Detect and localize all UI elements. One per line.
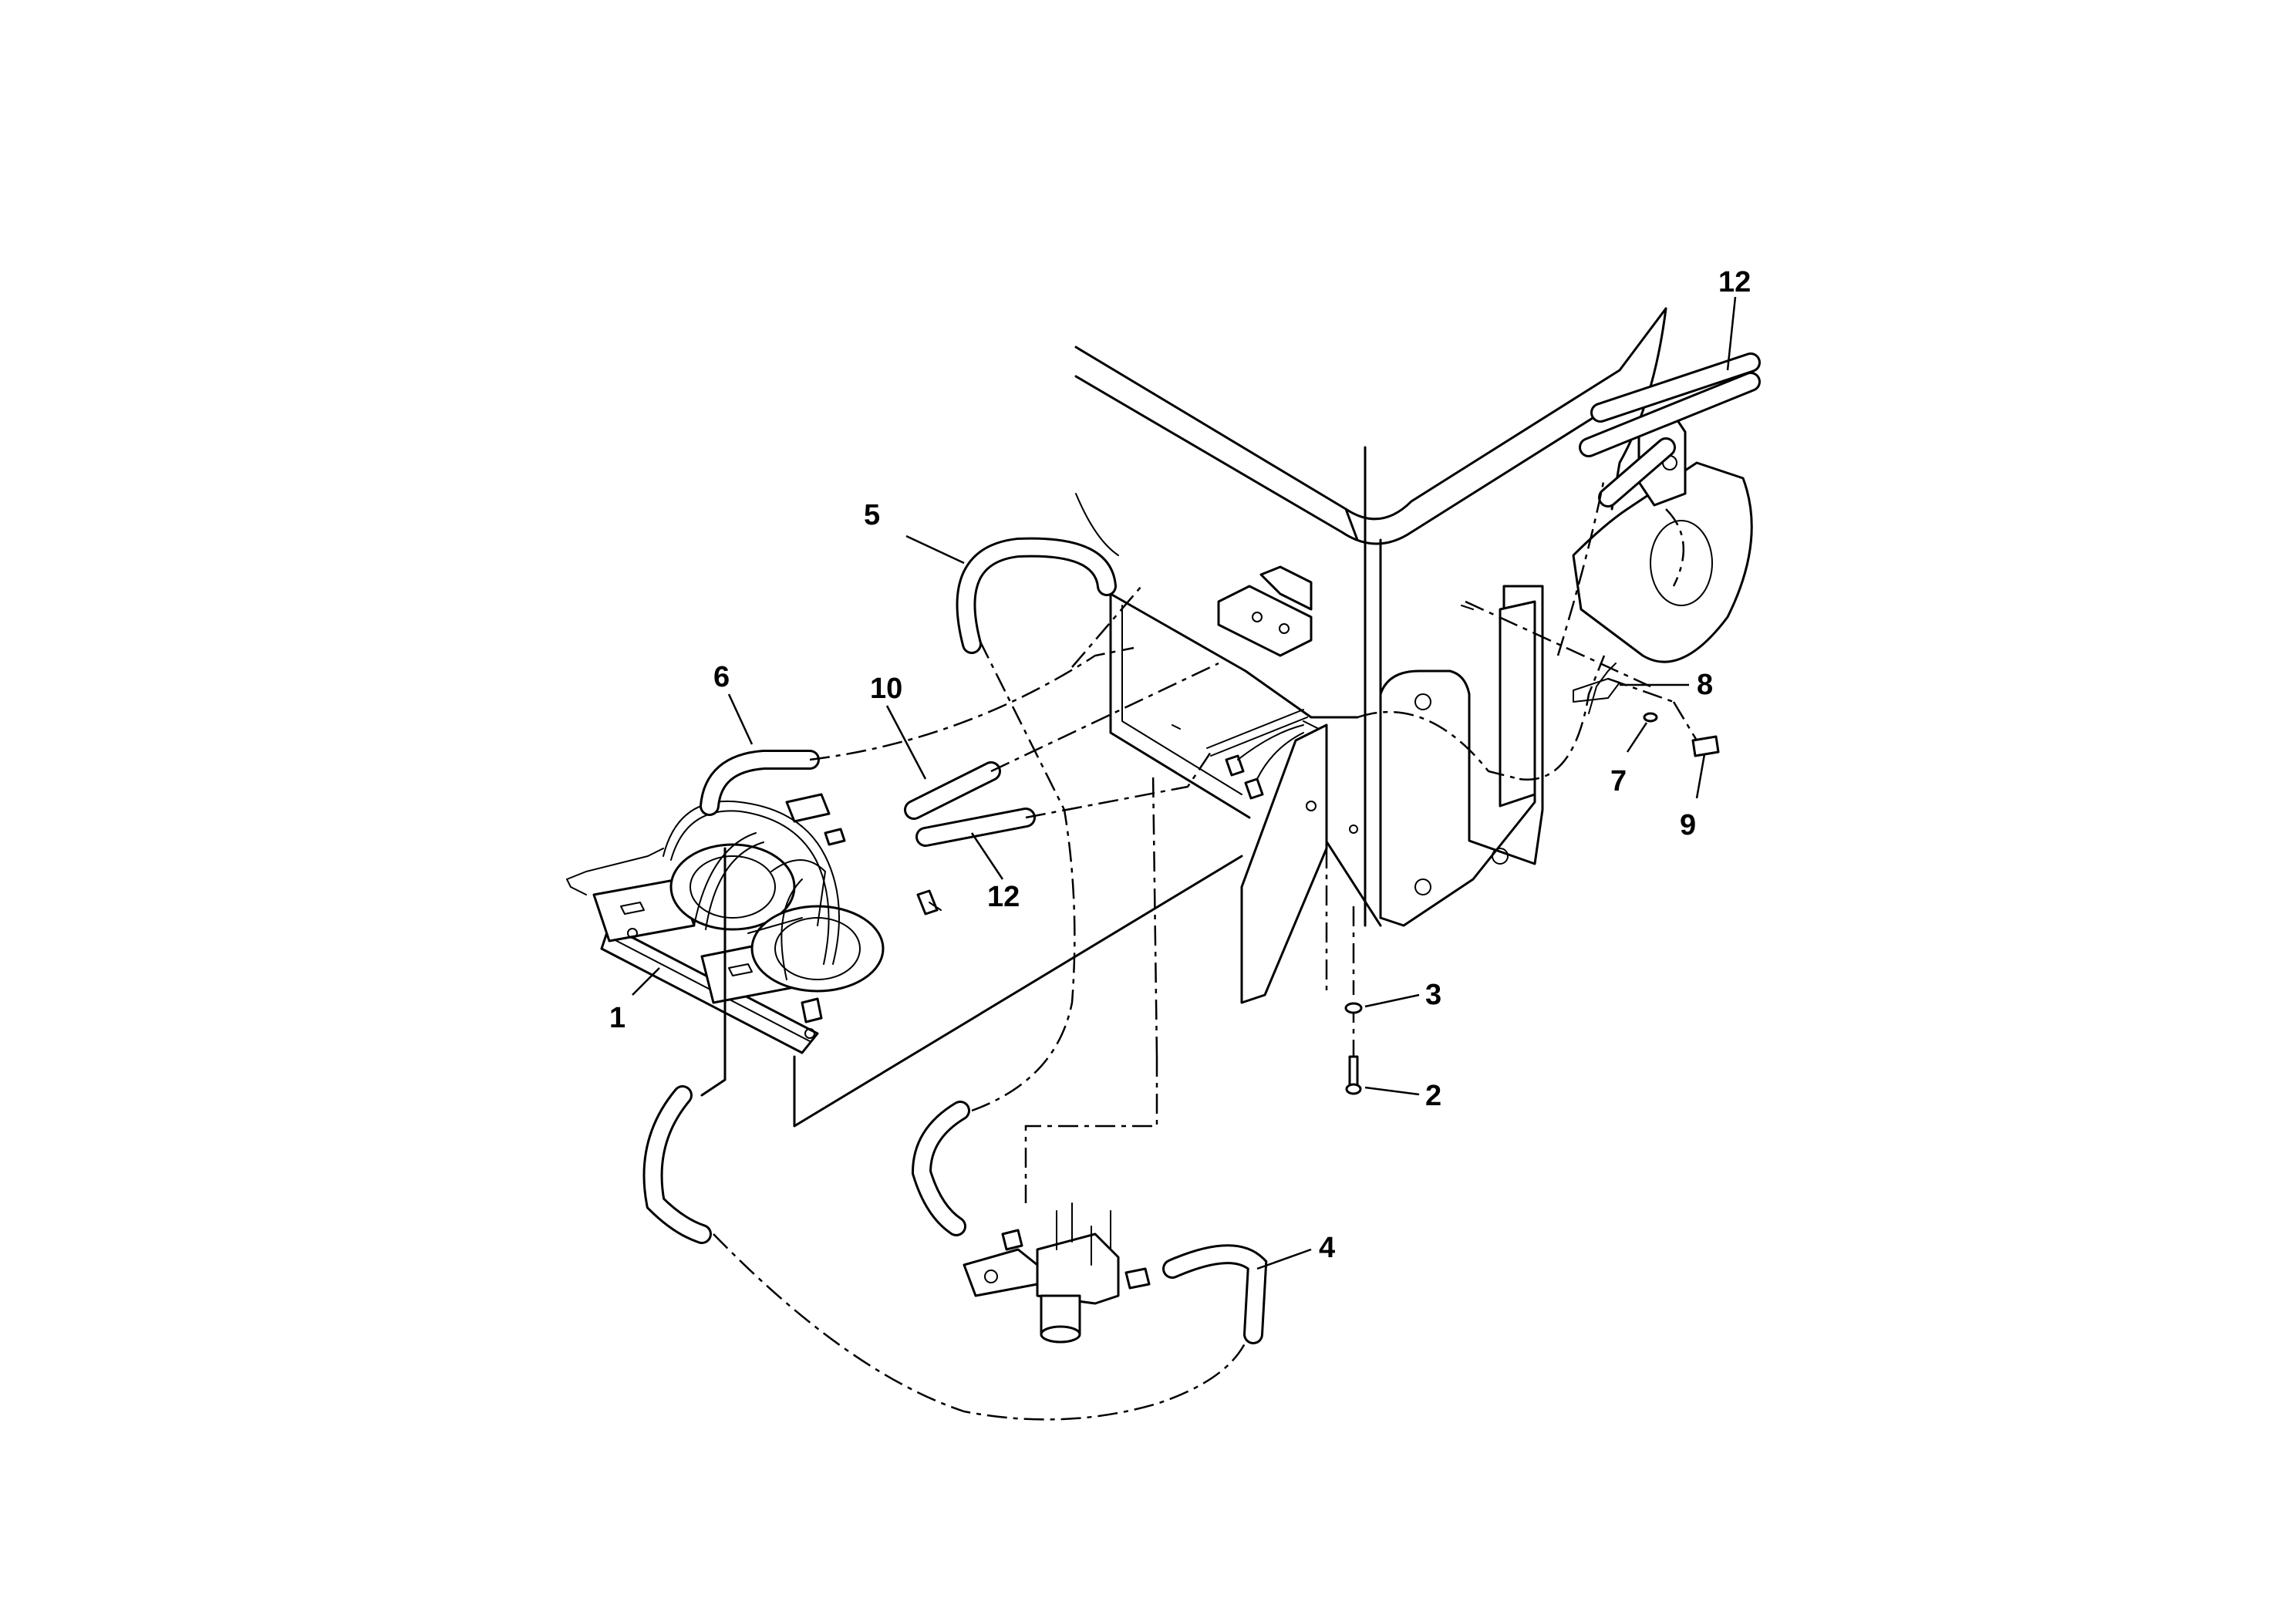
callout-9: 9 [1680,809,1696,841]
callout-8: 8 [1697,669,1713,701]
routing-paths [713,477,1698,1421]
wire-harness [1206,709,1320,800]
bracket-outline [700,847,1243,1128]
lower-valve [963,1202,1151,1344]
callout-4: 4 [1319,1232,1335,1264]
callout-5: 5 [864,499,880,531]
callout-3: 3 [1425,979,1441,1011]
callout-6: 6 [713,661,730,693]
callout-12-upper: 12 [1718,266,1751,298]
fasteners [1344,605,1720,1095]
callout-10: 10 [870,673,902,705]
callout-1: 1 [609,1002,625,1034]
callout-labels: 1 2 3 4 5 6 7 8 9 10 12 12 [609,266,1751,1264]
hose-lines [642,352,1761,1344]
callout-12-lower: 12 [987,881,1020,913]
callout-7: 7 [1610,765,1627,798]
callout-2: 2 [1425,1080,1441,1112]
leader-lines [632,296,1737,1270]
